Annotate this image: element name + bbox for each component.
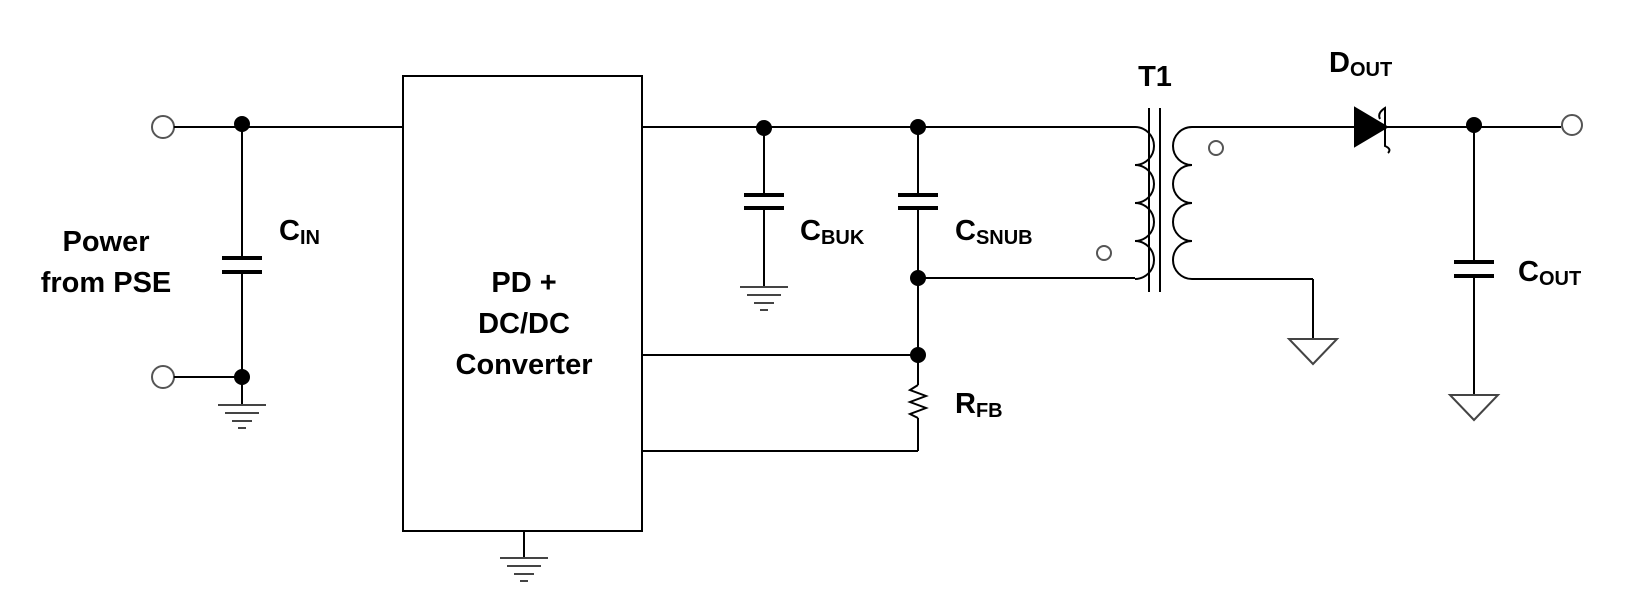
ground-symbol-output: [1447, 394, 1501, 422]
dout-label-main: D: [1329, 47, 1350, 79]
middle-section: CBUK CSNUB RFB: [642, 119, 1135, 452]
converter-box: [402, 75, 643, 532]
input-terminal-top: [151, 115, 175, 139]
cin-label-sub: IN: [300, 227, 320, 249]
diode-cathode: [1378, 106, 1391, 154]
ground-symbol-block: [500, 557, 548, 582]
cbuk-label-main: C: [800, 215, 821, 247]
output-section: DOUT COUT: [1192, 47, 1583, 422]
power-label-line1: Power: [62, 226, 149, 258]
dout-label-sub: OUT: [1350, 59, 1392, 81]
svg-text:DOUT: DOUT: [1329, 47, 1392, 81]
primary-winding: [1134, 126, 1155, 280]
transformer-t1: T1: [1096, 61, 1340, 366]
rfb-label-main: R: [955, 388, 976, 420]
svg-text:DC/DC: DC/DC: [478, 308, 570, 340]
converter-block: PD + DC/DC Converter: [402, 75, 643, 582]
svg-text:CSNUB: CSNUB: [955, 215, 1033, 249]
block-label-line3: Converter: [456, 349, 593, 381]
csnub-label-sub: SNUB: [976, 227, 1033, 249]
power-label-line2: from PSE: [41, 267, 172, 299]
diode-dout: [1354, 106, 1389, 148]
rfb-label-sub: FB: [976, 400, 1003, 422]
secondary-dot: [1208, 140, 1224, 156]
input-terminal-bottom: [151, 365, 175, 389]
svg-text:PD +: PD +: [491, 267, 556, 299]
cout-label-sub: OUT: [1539, 268, 1581, 290]
svg-text:Converter: Converter: [456, 349, 593, 381]
svg-text:Power: Power: [62, 226, 149, 258]
svg-text:from PSE: from PSE: [41, 267, 172, 299]
block-label-line2: DC/DC: [478, 308, 570, 340]
rfb-resistor: [907, 384, 929, 419]
input-section: Power from PSE CIN: [41, 115, 403, 429]
svg-text:CBUK: CBUK: [800, 215, 865, 249]
block-label-line1: PD +: [491, 267, 556, 299]
cbuk-label-sub: BUK: [821, 227, 865, 249]
ground-symbol-input: [218, 404, 266, 429]
svg-text:CIN: CIN: [279, 215, 320, 249]
ground-symbol-secondary: [1286, 338, 1340, 366]
output-terminal: [1561, 114, 1583, 136]
svg-text:RFB: RFB: [955, 388, 1003, 422]
svg-text:COUT: COUT: [1518, 256, 1581, 290]
cin-label-main: C: [279, 215, 300, 247]
primary-dot: [1096, 245, 1112, 261]
cout-label-main: C: [1518, 256, 1539, 288]
csnub-label-main: C: [955, 215, 976, 247]
t1-label: T1: [1138, 61, 1172, 93]
secondary-winding: [1172, 126, 1193, 280]
ground-symbol-cbuk: [740, 286, 788, 311]
